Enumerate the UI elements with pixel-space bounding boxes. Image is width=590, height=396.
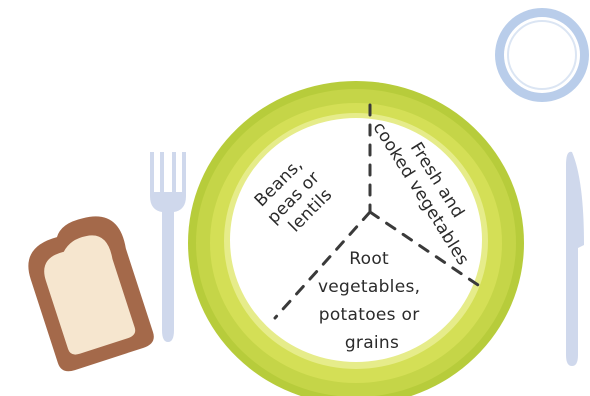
knife-icon <box>566 152 584 366</box>
fork-icon <box>150 152 186 342</box>
root-line-1: Root <box>349 249 389 269</box>
bread-icon <box>18 208 158 374</box>
root-line-4: grains <box>345 333 399 353</box>
root-line-3: potatoes or <box>319 305 420 325</box>
cup-icon <box>495 8 589 102</box>
root-line-2: vegetables, <box>318 277 420 297</box>
